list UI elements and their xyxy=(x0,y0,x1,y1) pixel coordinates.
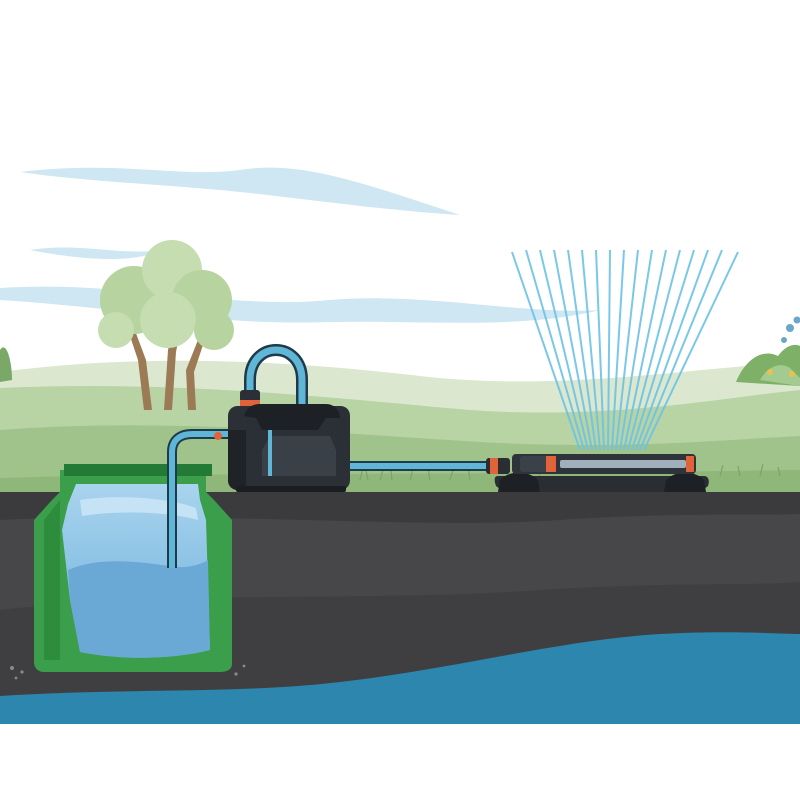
sprinkler-left-foot xyxy=(498,472,540,492)
garden-pump-icon xyxy=(214,404,350,492)
below-ground-white xyxy=(0,724,800,800)
pump-handle xyxy=(244,404,340,430)
cloud-top xyxy=(20,167,460,215)
sprinkler-spray xyxy=(511,249,739,451)
tank-rim xyxy=(64,464,212,476)
left-bush xyxy=(0,347,12,382)
groundwater xyxy=(0,632,800,724)
sprinkler-base xyxy=(494,476,709,492)
pump-side-shade xyxy=(228,430,246,490)
cloud-left xyxy=(30,247,160,259)
sprinkler-right-foot xyxy=(664,472,706,492)
cistern-tank-icon xyxy=(34,464,232,672)
tree-icon xyxy=(98,240,234,410)
tank-water-wave xyxy=(68,560,210,658)
pump-panel xyxy=(262,436,336,476)
oscillating-sprinkler-icon xyxy=(486,454,709,492)
tank-shade xyxy=(44,500,60,660)
pump-foot xyxy=(236,486,346,492)
right-bushes xyxy=(736,316,800,386)
pump-blue-stripe xyxy=(268,430,272,476)
sprinkler-track xyxy=(560,460,686,468)
